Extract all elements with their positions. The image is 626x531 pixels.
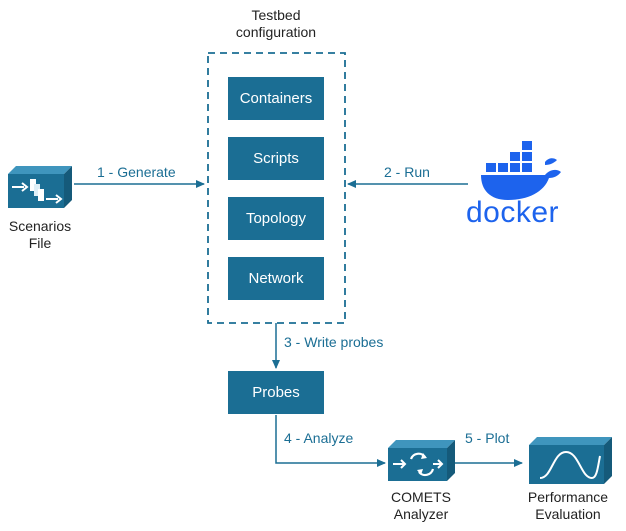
containers-box: Containers <box>228 77 324 120</box>
edge-generate-label: 1 - Generate <box>97 164 176 180</box>
edge-write-probes-label: 3 - Write probes <box>284 334 384 350</box>
testbed-title-line2: configuration <box>235 24 317 40</box>
performance-evaluation-icon <box>529 437 612 484</box>
scenarios-file-label: Scenarios File <box>0 218 80 252</box>
scenarios-label-line2: File <box>28 235 52 251</box>
edge-plot-label: 5 - Plot <box>465 430 510 446</box>
analyzer-label-line1: COMETS <box>391 489 451 505</box>
scripts-box: Scripts <box>228 137 324 180</box>
testbed-container <box>207 52 346 324</box>
performance-evaluation-label: Performance Evaluation <box>516 489 620 523</box>
network-box: Network <box>228 257 324 300</box>
analyzer-label-line2: Analyzer <box>393 506 449 522</box>
docker-wordmark: docker <box>466 196 560 229</box>
edge-analyze-line <box>275 415 386 467</box>
scenarios-label-line1: Scenarios <box>8 218 72 234</box>
testbed-title: Testbed configuration <box>226 7 326 41</box>
topology-box: Topology <box>228 197 324 240</box>
edge-run-label: 2 - Run <box>384 164 430 180</box>
testbed-title-line1: Testbed <box>251 7 301 23</box>
probes-box: Probes <box>228 371 324 414</box>
evaluation-label-line1: Performance <box>527 489 609 505</box>
comets-analyzer-label: COMETS Analyzer <box>371 489 471 523</box>
comets-analyzer-icon <box>388 440 455 481</box>
edge-analyze-label: 4 - Analyze <box>284 430 354 446</box>
scenarios-file-icon <box>8 166 72 208</box>
evaluation-label-line2: Evaluation <box>535 506 601 522</box>
docker-whale-icon <box>481 141 561 200</box>
